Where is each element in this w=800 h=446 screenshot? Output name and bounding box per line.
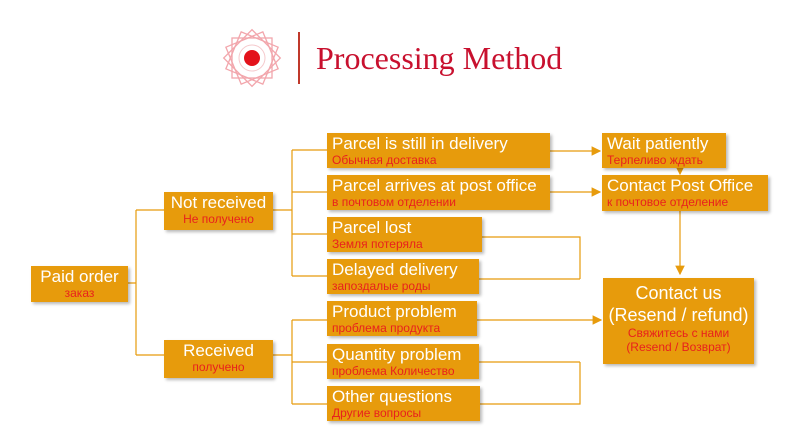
node-parcel-in-delivery-ru: Обычная доставка bbox=[332, 153, 437, 167]
node-contact-post-office: Contact Post Office к почтовое отделение bbox=[602, 175, 768, 211]
node-wait-patiently: Wait patiently Терпеливо ждать bbox=[602, 133, 726, 168]
node-paid-order-label: Paid order bbox=[40, 267, 119, 286]
node-not-received-label: Not received bbox=[170, 193, 267, 212]
node-contact-us-ru-2: (Resend / Возврат) bbox=[626, 340, 731, 354]
node-received-label: Received bbox=[183, 341, 254, 360]
node-product-problem-label: Product problem bbox=[332, 302, 457, 321]
node-paid-order: Paid order заказ bbox=[31, 266, 128, 302]
node-quantity-problem: Quantity problem проблема Количество bbox=[327, 344, 479, 379]
node-other-questions: Other questions Другие вопросы bbox=[327, 386, 480, 421]
node-parcel-post-office-label: Parcel arrives at post office bbox=[332, 176, 537, 195]
node-contact-us: Contact us (Resend / refund) Свяжитесь с… bbox=[603, 278, 754, 364]
node-parcel-post-office-ru: в почтовом отделении bbox=[332, 195, 456, 209]
node-other-questions-label: Other questions bbox=[332, 387, 453, 406]
node-parcel-lost: Parcel lost Земля потеряла bbox=[327, 217, 482, 252]
connector-lost-delayed bbox=[479, 236, 581, 280]
diamond-logo-icon bbox=[222, 28, 282, 88]
node-other-questions-ru: Другие вопросы bbox=[332, 406, 422, 420]
connector-received bbox=[273, 319, 327, 405]
node-not-received: Not received Не получено bbox=[164, 192, 273, 230]
node-received-ru: получено bbox=[192, 360, 245, 374]
node-delayed-delivery-label: Delayed delivery bbox=[332, 260, 458, 279]
page-title: Processing Method bbox=[316, 40, 563, 76]
node-product-problem-ru: проблема продукта bbox=[332, 321, 441, 335]
connector-paid-order bbox=[128, 209, 164, 356]
node-product-problem: Product problem проблема продукта bbox=[327, 301, 477, 336]
connector-not-received bbox=[273, 149, 327, 277]
node-contact-post-office-label: Contact Post Office bbox=[607, 176, 754, 195]
node-wait-patiently-ru: Терпеливо ждать bbox=[607, 153, 703, 167]
node-parcel-in-delivery-label: Parcel is still in delivery bbox=[332, 134, 508, 153]
node-delayed-delivery: Delayed delivery запоздалые роды bbox=[327, 259, 479, 294]
node-contact-us-label: Contact us bbox=[635, 283, 722, 303]
node-delayed-delivery-ru: запоздалые роды bbox=[332, 279, 431, 293]
node-parcel-lost-label: Parcel lost bbox=[332, 218, 412, 237]
node-parcel-in-delivery: Parcel is still in delivery Обычная дост… bbox=[327, 133, 550, 168]
node-paid-order-ru: заказ bbox=[64, 286, 95, 300]
connector-quantity-other bbox=[479, 361, 581, 405]
node-quantity-problem-label: Quantity problem bbox=[332, 345, 462, 364]
node-received: Received получено bbox=[164, 340, 273, 378]
node-contact-us-label-2: (Resend / refund) bbox=[608, 305, 749, 325]
node-wait-patiently-label: Wait patiently bbox=[607, 134, 709, 153]
node-quantity-problem-ru: проблема Количество bbox=[332, 364, 455, 378]
node-contact-post-office-ru: к почтовое отделение bbox=[607, 195, 729, 209]
node-parcel-lost-ru: Земля потеряла bbox=[332, 237, 423, 251]
header-divider bbox=[298, 32, 300, 84]
node-not-received-ru: Не получено bbox=[183, 212, 254, 226]
node-contact-us-ru: Свяжитесь с нами bbox=[627, 326, 730, 340]
node-parcel-post-office: Parcel arrives at post office в почтовом… bbox=[327, 175, 550, 210]
